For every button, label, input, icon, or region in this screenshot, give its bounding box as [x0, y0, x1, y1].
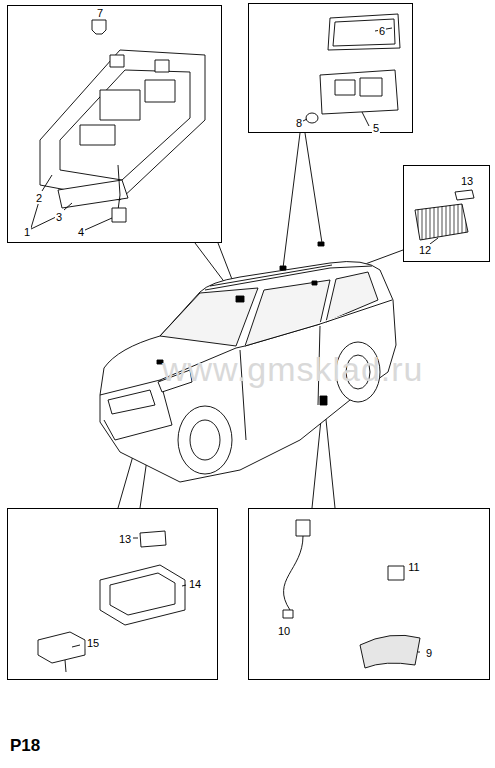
- inset-frame: 7 23 1 4: [7, 5, 222, 243]
- callout-number: 5: [372, 122, 380, 134]
- watermark: www.gmsklad.ru: [162, 350, 424, 389]
- callout-number: 3: [55, 211, 63, 223]
- callout-number: 11: [407, 561, 420, 573]
- callout-number: 15: [86, 637, 100, 649]
- inset-frame: 6 8 5: [248, 3, 413, 133]
- page-code: P18: [10, 736, 40, 756]
- callout-number: 1: [23, 226, 31, 238]
- callout-number: 9: [425, 647, 433, 659]
- callout-number: 10: [277, 625, 291, 637]
- callout-number: 4: [77, 226, 85, 238]
- inset-frame: 13 12: [403, 165, 490, 262]
- callout-number: 12: [418, 244, 432, 256]
- glovebox-lamp: [38, 531, 186, 672]
- callout-number: 13: [460, 175, 474, 187]
- callout-number: 6: [378, 25, 386, 37]
- callout-number: 13: [118, 533, 132, 545]
- cargo-lamp: [415, 190, 474, 244]
- callout-number: 8: [295, 117, 303, 129]
- door-lamp: [283, 520, 420, 668]
- inset-frame: 13 14 15: [7, 508, 218, 680]
- callout-number: 14: [188, 578, 202, 590]
- inset-frame: 10 11 9: [248, 508, 490, 680]
- interior-lamp: [303, 14, 400, 126]
- roof-console: [31, 20, 205, 230]
- callout-number: 2: [35, 192, 43, 204]
- callout-number: 7: [96, 7, 104, 19]
